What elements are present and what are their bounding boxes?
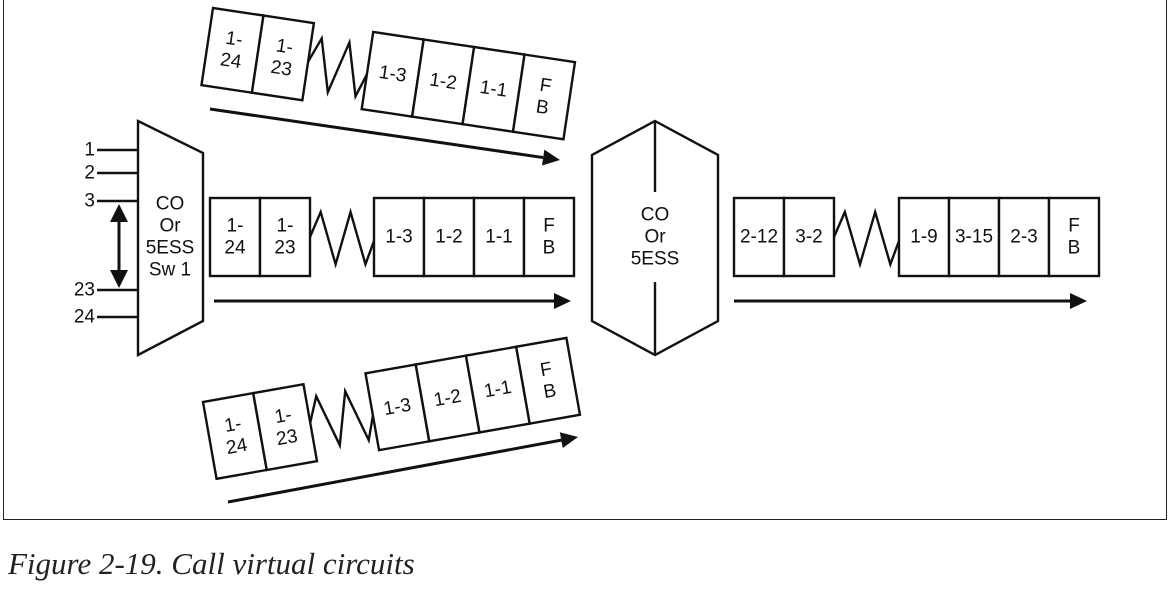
flow-arrow bbox=[209, 107, 560, 166]
switch-label-line: Or bbox=[159, 216, 181, 237]
frame-cell-label: 1- bbox=[275, 35, 295, 58]
port-label: 1 bbox=[84, 140, 95, 161]
frame-cell-label: 2-3 bbox=[1010, 227, 1037, 248]
frame-cell-label: 1- bbox=[273, 404, 293, 428]
frame-cell-label: 1-2 bbox=[435, 227, 462, 248]
frame-cell bbox=[472, 196, 526, 278]
frame-cell bbox=[422, 196, 476, 278]
frame-cell-label: B bbox=[543, 238, 556, 259]
flow-arrow bbox=[227, 432, 578, 504]
frame-cell bbox=[522, 196, 576, 278]
frame-cell-label: B bbox=[535, 96, 551, 119]
frame-cell-label: 1-3 bbox=[378, 62, 408, 87]
frame-cell-label: 1- bbox=[277, 216, 294, 237]
switch-label-line: 5ESS bbox=[631, 249, 680, 270]
switch-label-line: CO bbox=[641, 205, 670, 226]
frame-cell-label: B bbox=[542, 380, 558, 403]
switch-label-line: Or bbox=[644, 227, 666, 248]
zigzag-break bbox=[832, 207, 901, 269]
frame-cell-label: F bbox=[539, 359, 554, 382]
channel-range-arrow bbox=[110, 204, 128, 288]
frame-cell-label: 3-15 bbox=[955, 227, 993, 248]
frame-cell-label: 23 bbox=[269, 57, 293, 81]
figure-caption: Figure 2-19. Call virtual circuits bbox=[8, 546, 415, 581]
frame-cell-label: 23 bbox=[274, 238, 295, 259]
switch-label-line: CO bbox=[156, 194, 185, 215]
port-label: 24 bbox=[74, 307, 96, 328]
frame-group-output: 2-12 3-2 1-9 3-15 2-3 FB bbox=[732, 196, 1101, 278]
frame-cell-label: 1-9 bbox=[910, 227, 937, 248]
frame-cell-label: 1-1 bbox=[485, 227, 512, 248]
flow-arrow bbox=[734, 293, 1087, 309]
port-label: 23 bbox=[74, 280, 95, 301]
frame-cell-label: 1-3 bbox=[385, 227, 412, 248]
frame-cell-label: 1-3 bbox=[382, 395, 413, 420]
switch-label-line: Sw 1 bbox=[149, 260, 191, 281]
frame-cell-label: 23 bbox=[275, 426, 299, 450]
switch-label-line: 5ESS bbox=[146, 238, 195, 259]
zigzag-break bbox=[307, 34, 368, 101]
flow-arrows bbox=[209, 107, 1087, 504]
frame-cell bbox=[372, 196, 426, 278]
frame-cell bbox=[258, 196, 312, 278]
frame-cell bbox=[208, 196, 262, 278]
flow-arrow bbox=[214, 293, 571, 309]
frame-cell-label: 24 bbox=[224, 238, 246, 259]
frame-cell-label: F bbox=[538, 75, 553, 97]
zigzag-break bbox=[309, 386, 375, 450]
left-switch-shape bbox=[136, 119, 205, 357]
frame-cell-label: 1-1 bbox=[482, 377, 513, 402]
frame-cell bbox=[947, 196, 1001, 278]
diagram-frame bbox=[3, 0, 1167, 520]
frame-cell-label: 1- bbox=[223, 413, 243, 437]
frame-cell-label: 1-2 bbox=[428, 69, 458, 94]
port-label: 3 bbox=[84, 191, 95, 212]
port-label: 2 bbox=[84, 163, 95, 184]
frame-cell-label: F bbox=[1068, 216, 1080, 237]
zigzag-break bbox=[308, 207, 376, 269]
frame-cell bbox=[514, 336, 582, 425]
frame-cell-label: 1- bbox=[227, 216, 244, 237]
frame-cell bbox=[1047, 196, 1101, 278]
frame-cell-label: 24 bbox=[219, 49, 243, 73]
frame-cell-label: 1-2 bbox=[432, 386, 463, 411]
frame-cell-label: 3-2 bbox=[795, 227, 822, 248]
frame-cell-label: 24 bbox=[225, 435, 250, 459]
frame-cell-label: 1-1 bbox=[478, 77, 508, 102]
frame-cell bbox=[732, 196, 786, 278]
frame-cell bbox=[511, 53, 577, 141]
frame-cell-label: 1- bbox=[224, 28, 244, 51]
frame-cell-label: B bbox=[1068, 238, 1081, 259]
frame-cell-label: 2-12 bbox=[740, 227, 778, 248]
frame-cell-label: F bbox=[543, 216, 555, 237]
